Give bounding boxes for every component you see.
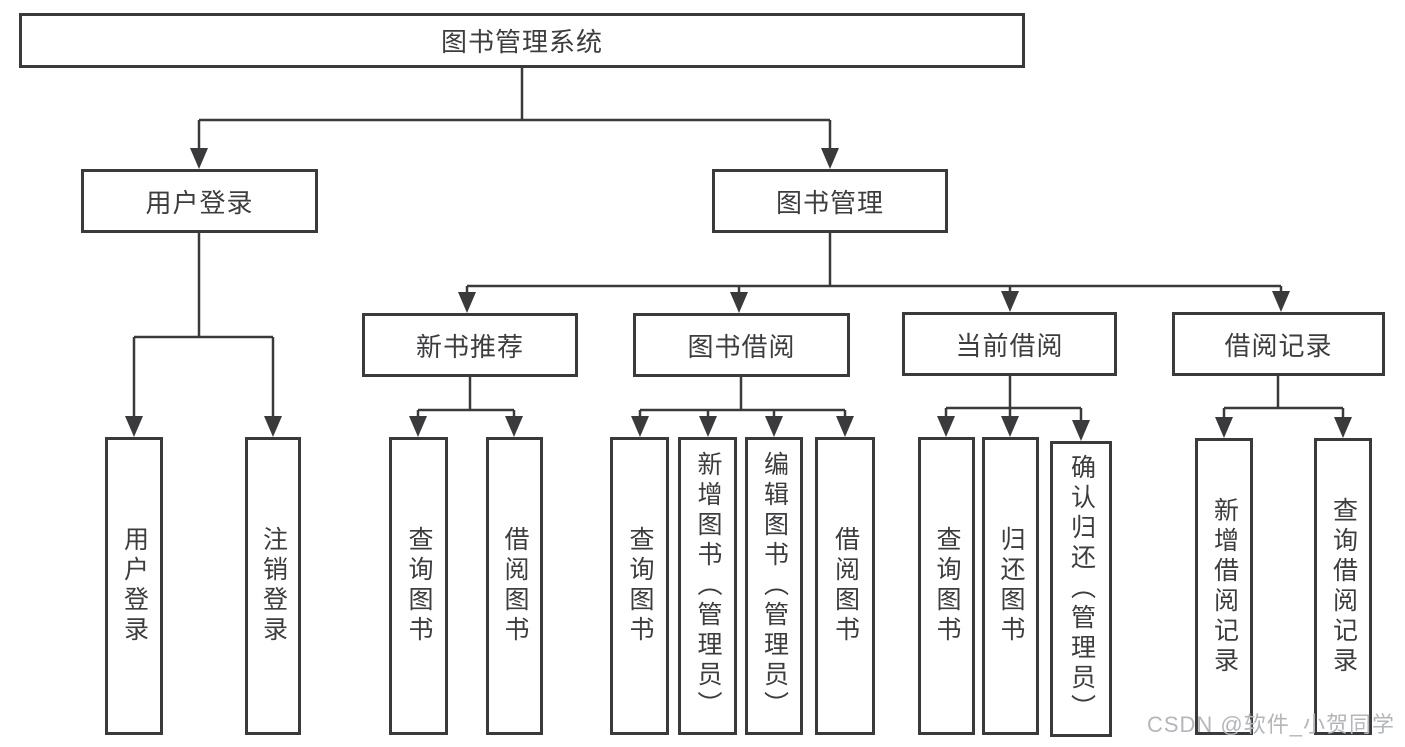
node-confirm-return-admin: 确认归还（管理员） [1050, 441, 1112, 737]
node-borrow-books-recommend: 借阅图书 [486, 437, 543, 735]
csdn-watermark: CSDN @软件_小贺同学 [1146, 712, 1395, 737]
node-add-borrow-record: 新增借阅记录 [1195, 438, 1253, 735]
node-query-books-recommend: 查询图书 [389, 437, 448, 735]
node-book-borrowing: 图书借阅 [633, 313, 850, 377]
node-label: 查询借阅记录 [1329, 496, 1358, 677]
node-label: 新增图书（管理员） [694, 451, 722, 721]
node-label: 归还图书 [997, 526, 1025, 646]
node-label: 新书推荐 [415, 331, 524, 362]
node-label: 注销登录 [259, 526, 288, 646]
node-label: 图书管理 [775, 187, 884, 218]
node-label: 查询图书 [626, 526, 654, 646]
node-label: 查询图书 [933, 526, 961, 646]
node-label: 图书管理系统 [440, 27, 603, 57]
node-logout: 注销登录 [245, 437, 301, 735]
arrowheads [125, 148, 1352, 441]
node-current-borrowing: 当前借阅 [902, 312, 1117, 376]
node-return-books: 归还图书 [982, 437, 1039, 735]
node-label: 用户登录 [145, 187, 254, 218]
node-add-book-admin: 新增图书（管理员） [678, 437, 737, 735]
node-label: 借阅记录 [1224, 330, 1333, 361]
node-user-login-action: 用户登录 [105, 437, 163, 735]
node-query-books-borrowing: 查询图书 [610, 437, 669, 735]
node-label: 查询图书 [405, 526, 433, 646]
node-query-books-current: 查询图书 [918, 437, 975, 735]
node-library-management-system: 图书管理系统 [19, 13, 1025, 68]
node-new-book-recommend: 新书推荐 [362, 313, 578, 377]
node-label: 当前借阅 [955, 330, 1064, 361]
node-label: 编辑图书（管理员） [760, 451, 789, 721]
node-edit-book-admin: 编辑图书（管理员） [745, 437, 803, 735]
node-query-borrow-record: 查询借阅记录 [1314, 438, 1372, 735]
node-borrow-books-borrowing: 借阅图书 [815, 437, 875, 735]
node-borrow-records: 借阅记录 [1172, 312, 1385, 376]
node-label: 借阅图书 [831, 526, 860, 646]
node-label: 确认归还（管理员） [1067, 454, 1096, 724]
node-label: 新增借阅记录 [1210, 496, 1239, 677]
node-user-login: 用户登录 [81, 169, 318, 233]
node-label: 图书借阅 [687, 331, 796, 362]
node-label: 用户登录 [120, 526, 149, 646]
node-book-management: 图书管理 [712, 169, 948, 233]
node-label: 借阅图书 [501, 526, 529, 646]
